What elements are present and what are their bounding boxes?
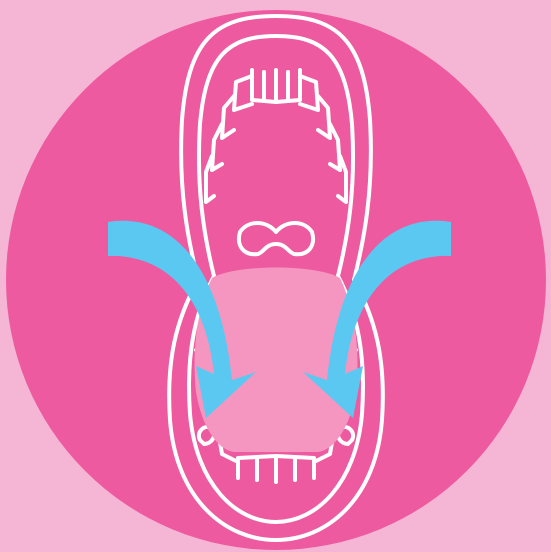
mouth-illustration: [0, 0, 551, 552]
illustration-canvas: [0, 0, 551, 552]
